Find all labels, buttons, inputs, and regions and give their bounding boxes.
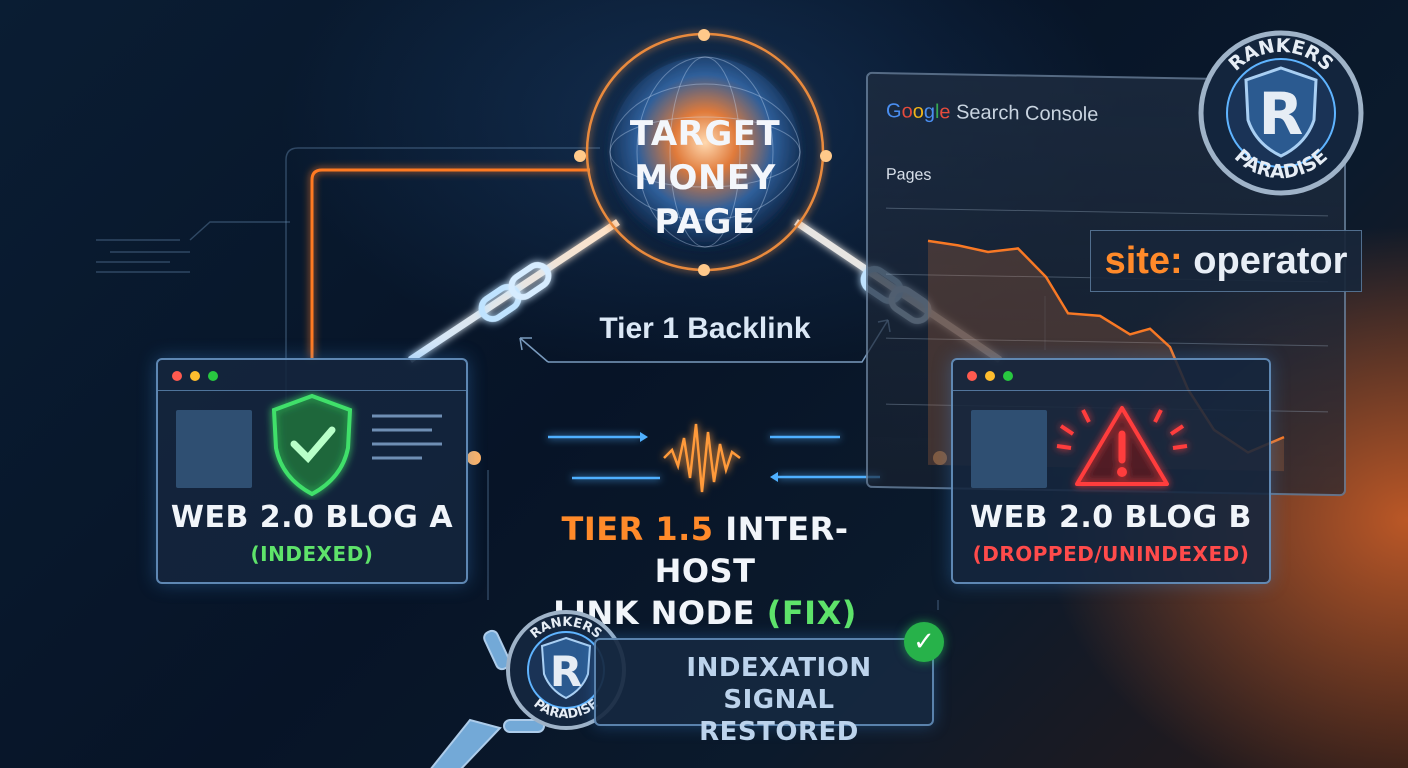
target-money-page-label: TARGET MONEY PAGE: [590, 112, 820, 244]
tier15-rest: INTER-HOST: [654, 510, 849, 590]
blog-a-title: WEB 2.0 BLOG A: [170, 500, 454, 535]
site-operator-label: site: operator: [1090, 230, 1362, 292]
minimize-dot: [985, 371, 995, 381]
window-controls: [172, 371, 218, 381]
signal-line1: INDEXATION SIGNAL: [686, 653, 872, 715]
indexation-signal-box: INDEXATION SIGNAL RESTORED: [594, 638, 934, 747]
badge-letter-small: R: [550, 647, 582, 696]
site-prefix: site:: [1104, 240, 1183, 282]
minimize-dot: [190, 371, 200, 381]
close-dot: [967, 371, 977, 381]
blog-a-status: (INDEXED): [250, 542, 374, 566]
warning-triangle-icon: [1056, 406, 1188, 486]
target-line2: MONEY PAGE: [634, 158, 776, 242]
check-circle-icon: ✓: [904, 622, 944, 662]
blog-b-title: WEB 2.0 BLOG B: [970, 500, 1252, 535]
chain-link-left: [478, 261, 552, 323]
close-dot: [172, 371, 182, 381]
thumbnail: [971, 410, 1047, 488]
tier1-backlink-label: Tier 1 Backlink: [599, 312, 811, 345]
thumbnail: [176, 410, 252, 488]
window-controls: [967, 371, 1013, 381]
blog-b-window: WEB 2.0 BLOG B (DROPPED/UNINDEXED): [951, 358, 1271, 584]
rankers-paradise-logo: R RANKERS PARADISE: [1198, 30, 1364, 196]
signal-line2: RESTORED: [699, 717, 859, 747]
maximize-dot: [1003, 371, 1013, 381]
blog-b-status: (DROPPED/UNINDEXED): [972, 542, 1250, 566]
text-lines-icon: [372, 414, 442, 460]
maximize-dot: [208, 371, 218, 381]
target-line1: TARGET: [629, 114, 781, 154]
site-suffix: operator: [1182, 240, 1348, 282]
tier15-tier: TIER 1.5: [561, 510, 714, 548]
tier15-fix: (FIX): [766, 594, 857, 632]
badge-letter: R: [1259, 80, 1304, 148]
blog-a-window: WEB 2.0 BLOG A (INDEXED): [156, 358, 468, 584]
shield-check-icon: [271, 393, 353, 497]
